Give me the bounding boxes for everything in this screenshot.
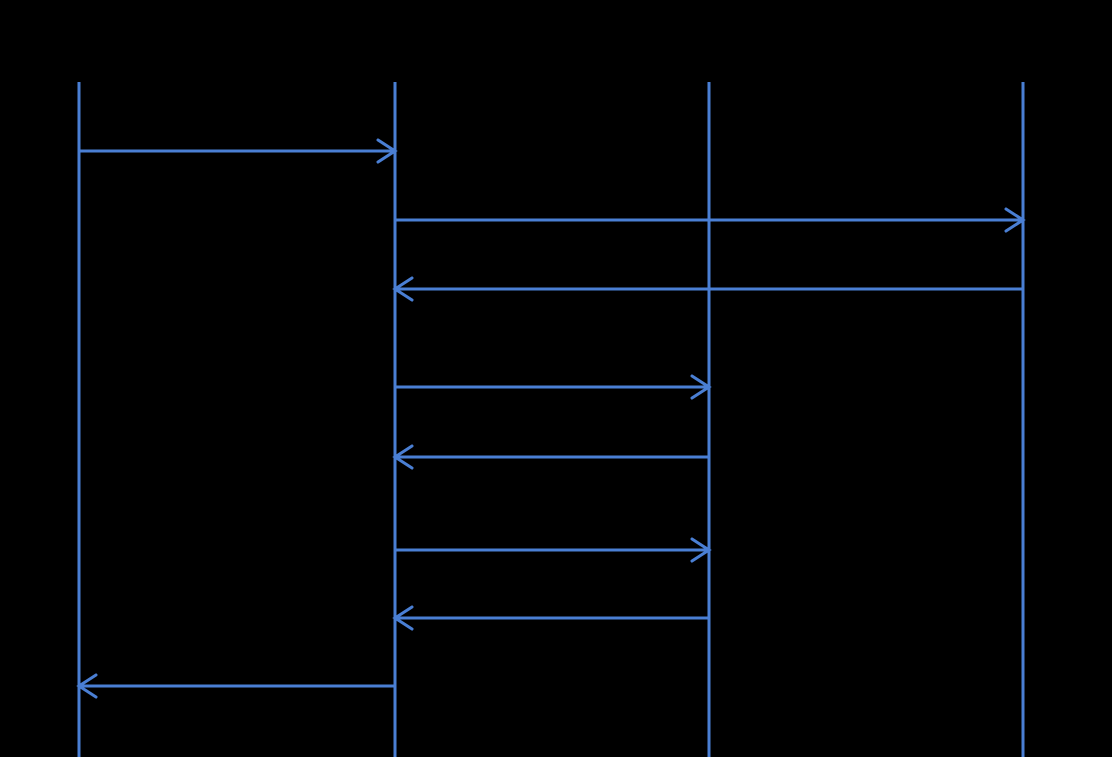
- lifelines-group: [77, 82, 1025, 757]
- arrow-head-icon-3: [392, 276, 414, 302]
- arrow-head-icon-6: [690, 537, 712, 563]
- message-6: [395, 537, 712, 563]
- message-2: [395, 207, 1026, 233]
- message-8: [76, 673, 395, 699]
- arrow-head-icon-1: [376, 138, 398, 164]
- arrow-head-icon-8: [76, 673, 98, 699]
- message-7: [392, 605, 709, 631]
- message-5: [392, 444, 709, 470]
- arrow-head-icon-7: [392, 605, 414, 631]
- message-3: [392, 276, 1023, 302]
- arrow-head-icon-5: [392, 444, 414, 470]
- message-1: [79, 138, 398, 164]
- arrow-head-icon-4: [690, 374, 712, 400]
- arrow-head-icon-2: [1004, 207, 1026, 233]
- message-4: [395, 374, 712, 400]
- messages-group: [76, 138, 1026, 699]
